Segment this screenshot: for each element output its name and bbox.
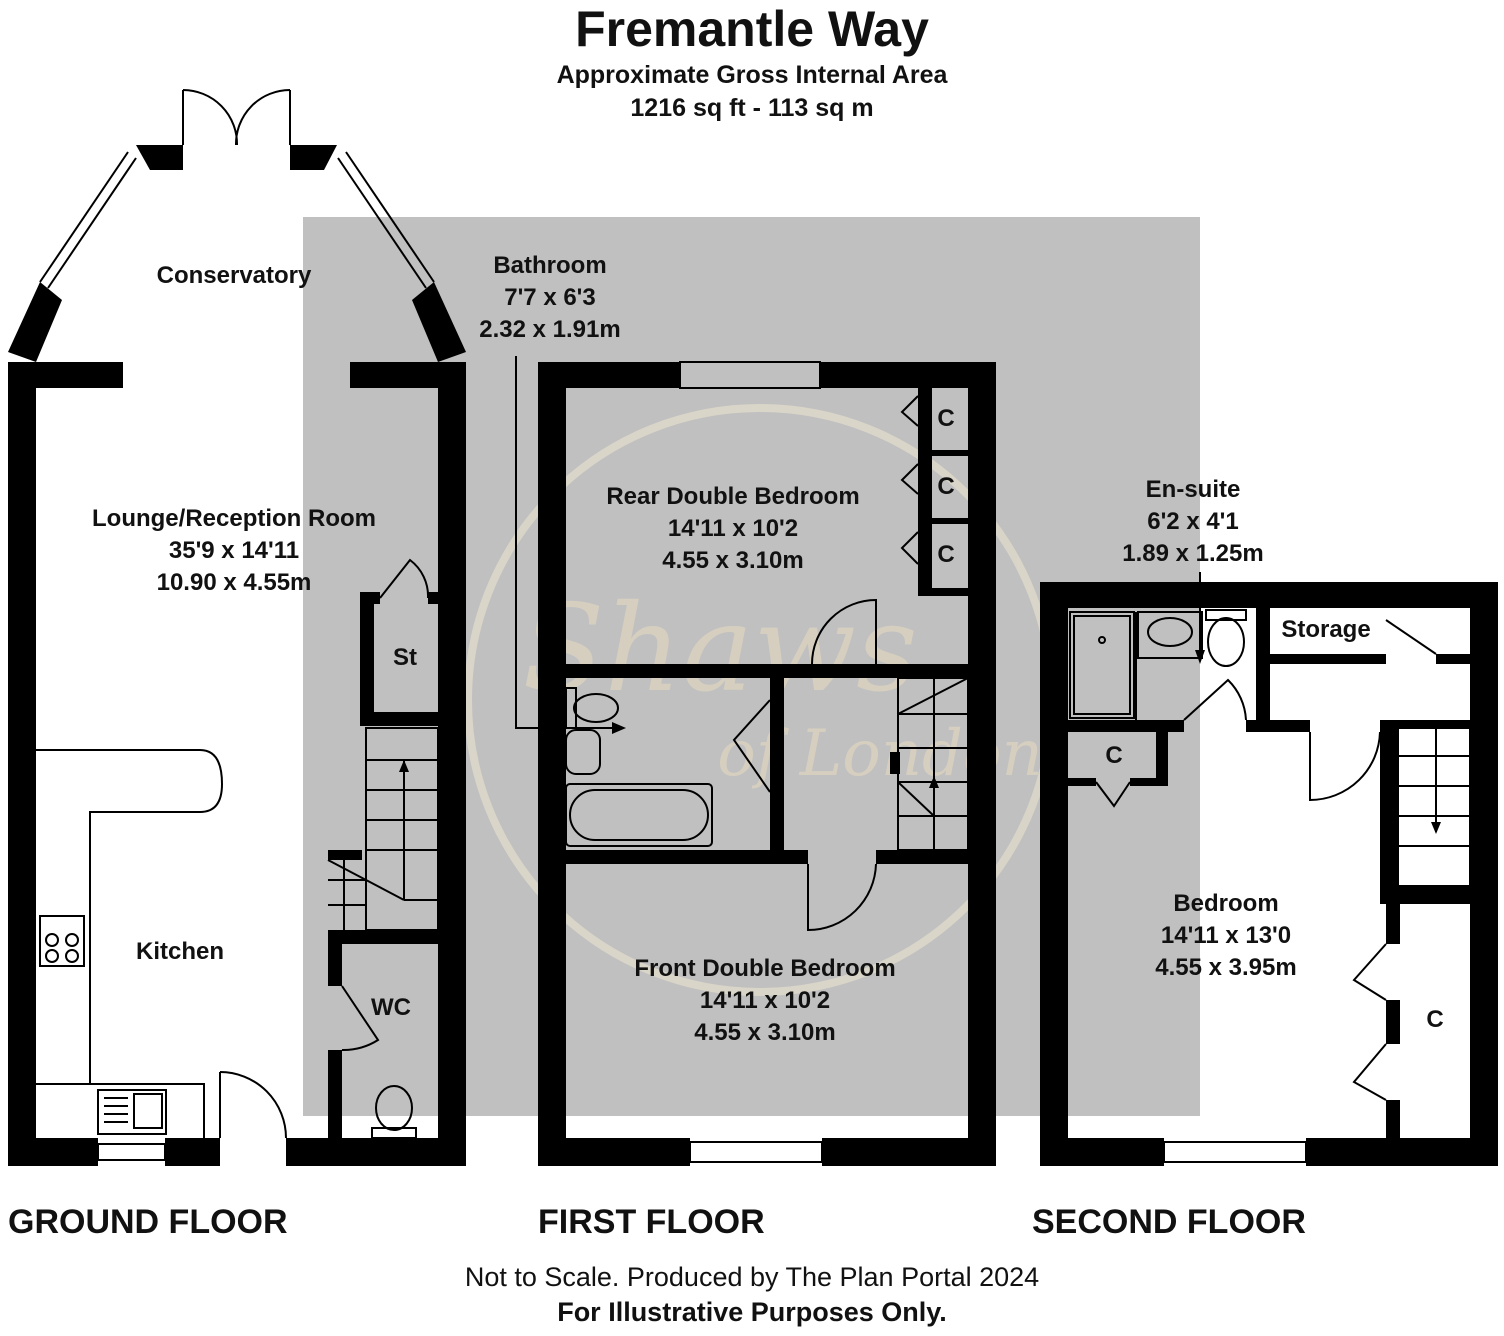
first-floor-plan: [538, 362, 996, 1166]
room-wc-name: WC: [371, 994, 411, 1021]
room-ensuite-name: En-suite: [1145, 476, 1241, 503]
stairs-arrow-icon-second: [1431, 822, 1441, 834]
ground-floor-plan: [8, 145, 466, 1166]
stairs-arrow-icon: [399, 760, 409, 772]
room-conservatory-name: Conservatory: [156, 262, 312, 289]
cupboard-label-4: C: [1105, 742, 1123, 769]
room-bedroom-imperial: 14'11 x 13'0: [1160, 922, 1292, 949]
room-bathroom-imperial: 7'7 x 6'3: [504, 284, 596, 311]
room-rear-bedroom-name: Rear Double Bedroom: [606, 483, 860, 510]
cupboard-label-1: C: [937, 405, 955, 432]
cupboard-label-3: C: [937, 541, 955, 568]
room-lounge-metric: 10.90 x 4.55m: [156, 569, 312, 596]
room-lounge-imperial: 35'9 x 14'11: [168, 537, 300, 564]
plan-subtitle: Approximate Gross Internal Area: [556, 61, 948, 89]
second-floor-label: SECOND FLOOR: [1032, 1203, 1306, 1241]
room-bathroom-metric: 2.32 x 1.91m: [479, 316, 621, 343]
room-store-name: St: [393, 644, 417, 671]
room-kitchen-name: Kitchen: [135, 938, 225, 965]
ground-floor-inner-walls: [328, 592, 438, 1138]
footer-disclaimer: For Illustrative Purposes Only.: [557, 1297, 947, 1327]
ground-floor-label: GROUND FLOOR: [8, 1203, 288, 1241]
second-floor-plan: [1040, 582, 1498, 1166]
room-bedroom-name: Bedroom: [1173, 890, 1279, 917]
room-ensuite-imperial: 6'2 x 4'1: [1147, 508, 1239, 535]
cupboard-label-2: C: [937, 473, 955, 500]
plan-area: 1216 sq ft - 113 sq m: [630, 94, 874, 122]
room-rear-bedroom-metric: 4.55 x 3.10m: [662, 547, 804, 574]
footer-note: Not to Scale. Produced by The Plan Porta…: [464, 1262, 1040, 1292]
ground-floor-fittings: [36, 558, 439, 1139]
room-bedroom-metric: 4.55 x 3.95m: [1155, 954, 1297, 981]
room-storage-name: Storage: [1281, 616, 1371, 643]
room-front-bedroom-name: Front Double Bedroom: [634, 955, 896, 982]
ground-floor-glazing: [39, 89, 435, 1161]
first-floor-fittings: [515, 356, 969, 1163]
room-ensuite-metric: 1.89 x 1.25m: [1122, 540, 1264, 567]
room-bathroom-name: Bathroom: [493, 252, 607, 279]
leader-arrow-icon-second: [1195, 650, 1205, 664]
room-front-bedroom-imperial: 14'11 x 10'2: [699, 987, 831, 1014]
room-front-bedroom-metric: 4.55 x 3.10m: [694, 1019, 836, 1046]
stairs-arrow-icon-first: [929, 776, 939, 788]
room-rear-bedroom-imperial: 14'11 x 10'2: [667, 515, 799, 542]
plan-title: Fremantle Way: [575, 1, 929, 57]
second-floor-fittings: [1069, 572, 1471, 1163]
cupboard-label-5: C: [1426, 1006, 1444, 1033]
leader-arrow-icon: [612, 722, 626, 734]
room-lounge-name: Lounge/Reception Room: [92, 505, 376, 532]
first-floor-label: FIRST FLOOR: [538, 1203, 765, 1241]
